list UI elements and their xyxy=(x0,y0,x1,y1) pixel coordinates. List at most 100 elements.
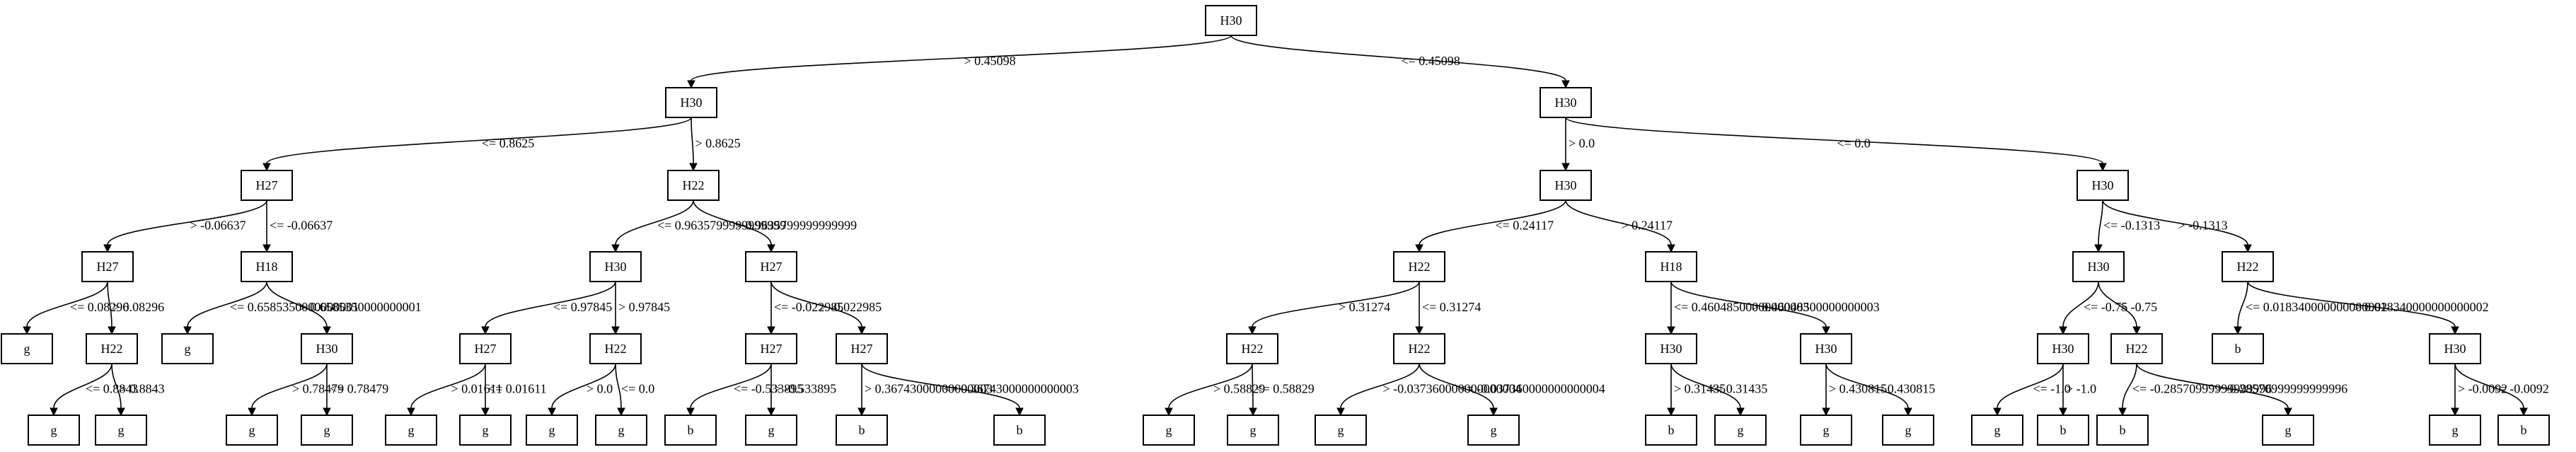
arrowhead-icon xyxy=(687,80,695,89)
edge-label: > -0.022985 xyxy=(819,300,882,314)
edge-label: <= 0.01611 xyxy=(488,382,547,396)
tree-edge: > 0.31274 xyxy=(1248,281,1420,335)
edge-line xyxy=(2237,281,2248,328)
edge-label: <= 0.0 xyxy=(621,382,654,396)
edge-label: > -0.75 xyxy=(2120,300,2157,314)
arrowhead-icon xyxy=(103,244,112,253)
node-box xyxy=(526,415,578,446)
arrowhead-icon xyxy=(2451,407,2459,417)
edge-line xyxy=(1565,117,2103,164)
split-node-h30: H30 xyxy=(1540,170,1592,201)
node-box xyxy=(2072,251,2125,282)
node-box xyxy=(589,333,642,364)
arrowhead-icon xyxy=(548,407,556,417)
node-label: H22 xyxy=(2237,260,2259,274)
tree-edge: <= 0.6585350000000001 xyxy=(183,281,359,335)
tree-edge: <= -0.533895 xyxy=(686,363,803,417)
node-label: H30 xyxy=(1660,342,1682,356)
arrowhead-icon xyxy=(611,244,620,253)
node-label: g xyxy=(324,423,330,437)
edge-label: > 0.6585350000000001 xyxy=(300,300,422,314)
node-box xyxy=(86,333,138,364)
node-box xyxy=(385,415,437,446)
node-label: b xyxy=(859,423,865,437)
edge-label: <= 0.9635799999999999 xyxy=(657,219,786,233)
edge-label: > 0.01611 xyxy=(451,382,502,396)
tree-edge: <= 0.018340000000000002 xyxy=(2234,281,2387,335)
edge-label: <= 0.24117 xyxy=(1496,219,1554,233)
arrowhead-icon xyxy=(481,407,490,417)
tree-edge: <= 0.0 xyxy=(1565,117,2107,172)
node-label: g xyxy=(768,423,775,437)
node-box xyxy=(1645,333,1697,364)
node-box xyxy=(2096,415,2149,446)
split-node-h30: H30 xyxy=(1800,333,1852,364)
node-label: H30 xyxy=(316,342,338,356)
split-node-h30: H30 xyxy=(301,333,353,364)
node-label: H22 xyxy=(2126,342,2148,356)
tree-edge: > -0.75 xyxy=(2098,281,2157,335)
node-label: b xyxy=(2521,423,2527,437)
edge-label: <= 0.46048500000000003 xyxy=(1674,300,1809,314)
leaf-node-b: b xyxy=(836,415,888,446)
node-label: H22 xyxy=(605,342,627,356)
edge-label: > 0.78479 xyxy=(292,382,344,396)
edge-line xyxy=(2102,199,2248,245)
tree-edge: <= -0.0092 xyxy=(2454,363,2549,417)
arrowhead-icon xyxy=(1667,244,1675,253)
leaf-node-g: g xyxy=(385,415,437,446)
arrowhead-icon xyxy=(108,326,116,335)
arrowhead-icon xyxy=(617,407,625,417)
edge-line xyxy=(1419,199,1566,245)
tree-edge: > 0.0 xyxy=(1561,117,1595,172)
arrowhead-icon xyxy=(857,326,866,335)
leaf-node-g: g xyxy=(1714,415,1767,446)
edge-line xyxy=(2136,363,2289,409)
arrowhead-icon xyxy=(2243,244,2252,253)
node-box xyxy=(2222,251,2274,282)
tree-edge: > 0.08296 xyxy=(107,281,164,335)
arrowhead-icon xyxy=(1561,163,1570,172)
edge-line xyxy=(187,281,267,328)
edge-label: > 0.0 xyxy=(587,382,613,396)
edge-label: > 0.8843 xyxy=(120,382,165,396)
arrowhead-icon xyxy=(1489,407,1498,417)
tree-edge: > 0.8625 xyxy=(689,117,741,172)
edge-label: > -0.06637 xyxy=(190,219,246,233)
tree-edge: <= 0.0 xyxy=(615,363,654,417)
node-box xyxy=(2429,415,2481,446)
node-label: g xyxy=(118,423,125,437)
tree-edge: > 0.46048500000000003 xyxy=(1670,281,1880,335)
edge-label: > -0.0092 xyxy=(2458,382,2507,396)
tree-edge: <= 0.8625 xyxy=(262,117,692,172)
split-node-h30: H30 xyxy=(1540,87,1592,118)
arrowhead-icon xyxy=(1904,407,1912,417)
edge-label: > 0.08296 xyxy=(112,300,164,314)
edge-label: <= -0.1313 xyxy=(2103,219,2160,233)
tree-edge: > 0.018340000000000002 xyxy=(2247,281,2489,335)
node-box xyxy=(993,415,1046,446)
edge-label: <= 0.8843 xyxy=(86,382,138,396)
leaf-node-g: g xyxy=(1227,415,1279,446)
split-node-h27: H27 xyxy=(836,333,888,364)
leaf-node-g: g xyxy=(1143,415,1195,446)
edge-label: > 0.45098 xyxy=(964,54,1016,68)
arrowhead-icon xyxy=(481,326,490,335)
node-label: H30 xyxy=(1555,95,1577,110)
node-box xyxy=(836,333,888,364)
edge-line xyxy=(1825,363,1909,409)
leaf-node-b: b xyxy=(2497,415,2550,446)
edge-line xyxy=(266,117,692,164)
edge-label: <= 0.36743000000000003 xyxy=(944,382,1079,396)
node-label: H27 xyxy=(761,260,782,274)
arrowhead-icon xyxy=(248,407,256,417)
node-box xyxy=(226,415,278,446)
node-box xyxy=(301,333,353,364)
leaf-node-g: g xyxy=(1800,415,1852,446)
tree-edge: <= 0.46048500000000003 xyxy=(1667,282,1809,335)
edge-label: <= -0.0092 xyxy=(2493,382,2549,396)
tree-edge: <= 0.08296 xyxy=(23,281,129,335)
tree-edge: > 0.58829 xyxy=(1165,363,1265,417)
leaf-node-g: g xyxy=(301,415,353,446)
